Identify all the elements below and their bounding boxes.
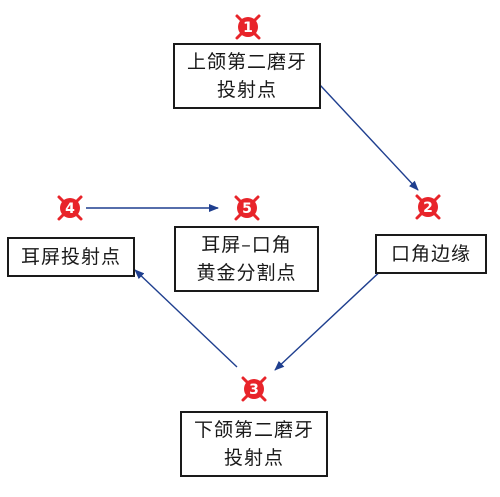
marker-tick [75, 213, 83, 221]
marker-tick [415, 212, 423, 220]
marker-number: 3 [249, 382, 259, 398]
marker-number: 4 [65, 201, 75, 217]
node-box-1: 上颌第二磨牙 投射点 [173, 43, 321, 109]
node-box-3: 下颌第二磨牙 投射点 [180, 411, 328, 477]
node-5-line-2: 黄金分割点 [196, 262, 297, 284]
marker-glyph-3: 3 [241, 376, 267, 402]
arrow-1-to-2 [319, 84, 419, 191]
marker-3: 3 [239, 374, 269, 404]
marker-tick [241, 394, 249, 402]
marker-tick [252, 213, 260, 221]
node-3-line-1: 下颌第二磨牙 [193, 419, 314, 441]
arrow-3-to-4 [134, 269, 238, 368]
marker-tick [259, 376, 267, 384]
node-box-5: 耳屏–口角 黄金分割点 [174, 226, 319, 292]
marker-tick [75, 195, 83, 203]
marker-tick [433, 212, 441, 220]
marker-5: 5 [232, 193, 262, 223]
marker-glyph-1: 1 [235, 14, 261, 40]
node-5-line-1: 耳屏–口角 [201, 234, 292, 256]
marker-2: 2 [413, 192, 443, 222]
node-1-line-2: 投射点 [216, 79, 277, 101]
marker-glyph-2: 2 [415, 194, 441, 220]
marker-circle [418, 197, 438, 217]
marker-tick [253, 14, 261, 22]
marker-tick [241, 376, 249, 384]
marker-number: 2 [423, 200, 433, 216]
marker-glyph-5: 5 [234, 195, 260, 221]
node-2-line-1: 口角边缘 [390, 243, 471, 265]
node-box-2: 口角边缘 [375, 234, 487, 274]
node-3-line-2: 投射点 [223, 447, 284, 469]
marker-tick [259, 394, 267, 402]
marker-tick [433, 194, 441, 202]
marker-tick [234, 213, 242, 221]
marker-tick [234, 195, 242, 203]
marker-circle [244, 379, 264, 399]
marker-glyph-4: 4 [57, 195, 83, 221]
marker-tick [235, 32, 243, 40]
node-box-4: 耳屏投射点 [7, 237, 135, 277]
marker-circle [60, 198, 80, 218]
arrow-2-to-3 [274, 265, 387, 371]
marker-number: 1 [243, 20, 253, 36]
marker-4: 4 [55, 193, 85, 223]
marker-tick [253, 32, 261, 40]
marker-tick [415, 194, 423, 202]
marker-circle [238, 17, 258, 37]
marker-number: 5 [242, 201, 252, 217]
marker-tick [57, 195, 65, 203]
marker-tick [252, 195, 260, 203]
node-4-line-1: 耳屏投射点 [20, 246, 121, 268]
marker-1: 1 [233, 12, 263, 42]
marker-tick [57, 213, 65, 221]
node-1-line-1: 上颌第二磨牙 [186, 51, 307, 73]
marker-circle [237, 198, 257, 218]
marker-tick [235, 14, 243, 22]
